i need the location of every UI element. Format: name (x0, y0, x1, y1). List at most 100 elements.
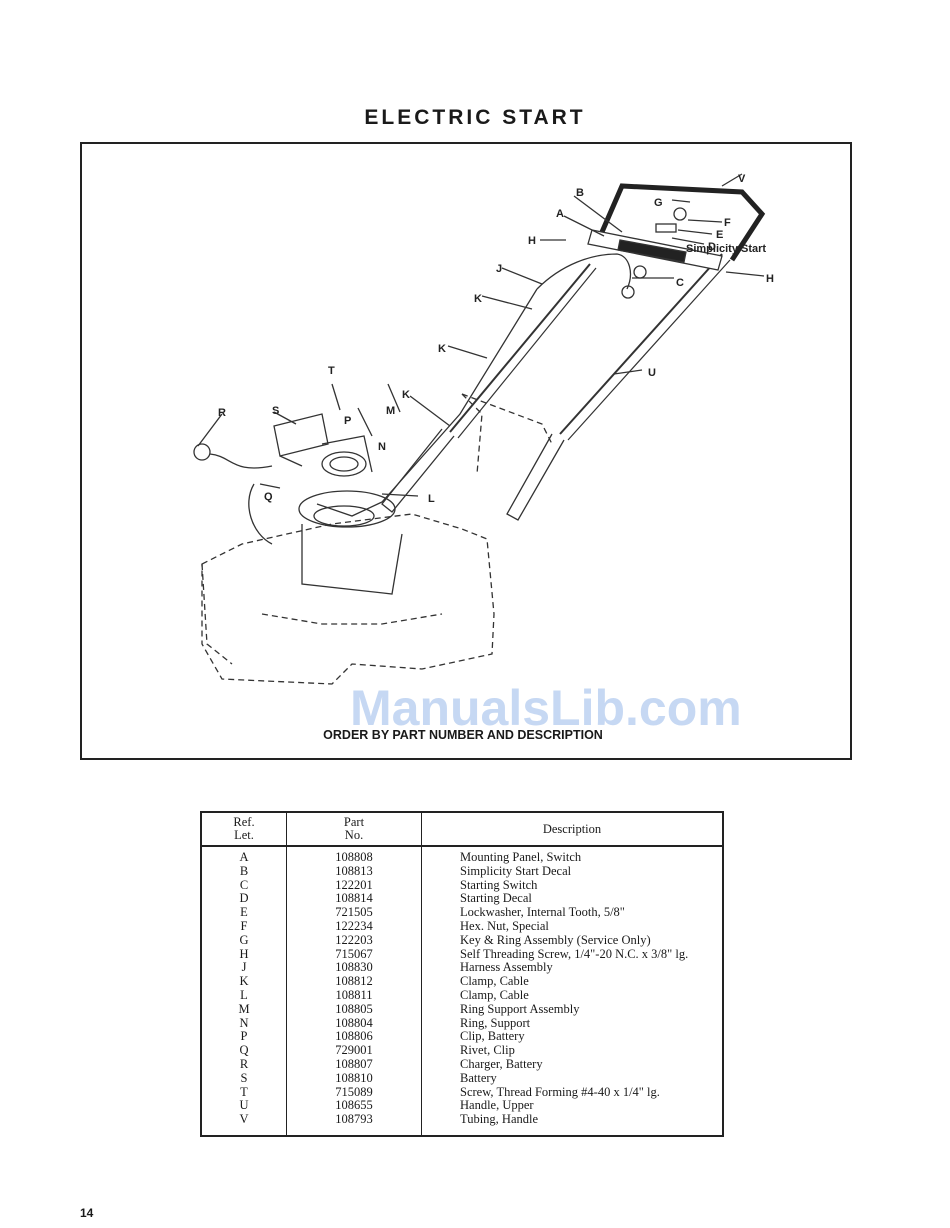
part-description: Handle, Upper (460, 1098, 534, 1113)
page-number: 14 (80, 1206, 94, 1220)
callout-t: T (328, 365, 335, 377)
part-number: 729001 (286, 1043, 422, 1058)
part-number: 108655 (286, 1099, 422, 1114)
part-number: 721505 (286, 905, 422, 920)
part-description: Screw, Thread Forming #4-40 x 1/4" lg. (460, 1084, 660, 1099)
ref-letter: F (201, 919, 287, 934)
part-number: 715067 (286, 947, 422, 962)
part-number: 108793 (286, 1112, 422, 1136)
callout-b: B (576, 187, 584, 199)
ref-letter: T (201, 1085, 287, 1100)
ref-letter: H (201, 947, 287, 962)
ref-letter: U (201, 1099, 287, 1114)
ref-letter: P (201, 1030, 287, 1045)
part-description: Self Threading Screw, 1/4"-20 N.C. x 3/8… (460, 946, 689, 961)
ref-letter: G (201, 933, 287, 948)
callout-r: R (218, 407, 226, 419)
watermark: ManualsLib.com (350, 680, 742, 736)
callout-k-lower: K (402, 389, 410, 401)
part-number: 108808 (286, 846, 422, 865)
part-description: Mounting Panel, Switch (460, 850, 582, 864)
callout-g: G (654, 197, 663, 209)
callout-p: P (344, 415, 351, 427)
callout-f: F (724, 217, 731, 229)
callout-h-left: H (528, 235, 536, 247)
part-number: 108814 (286, 892, 422, 907)
part-description: Harness Assembly (460, 960, 553, 975)
part-number: 122201 (286, 878, 422, 893)
callout-k-upper: K (474, 293, 482, 305)
ref-letter: S (201, 1071, 287, 1086)
ref-letter: C (201, 878, 287, 893)
part-description: Ring, Support (460, 1015, 531, 1030)
part-description: Tubing, Handle (460, 1112, 539, 1127)
callout-j: J (496, 263, 502, 275)
callout-q: Q (264, 491, 273, 503)
part-description: Battery (460, 1070, 497, 1085)
ref-letter: Q (201, 1043, 287, 1058)
callout-n: N (378, 441, 386, 453)
part-number: 108805 (286, 1002, 422, 1017)
part-number: 108812 (286, 974, 422, 989)
part-description: Charger, Battery (460, 1056, 543, 1071)
part-number: 122203 (286, 933, 422, 948)
ref-letter: R (201, 1057, 287, 1072)
part-description: Hex. Nut, Special (460, 918, 549, 933)
part-description: Simplicity Start Decal (460, 863, 572, 878)
part-number: 122234 (286, 919, 422, 934)
ref-letter: N (201, 1016, 287, 1031)
ref-letter: B (201, 864, 287, 879)
part-number: 108806 (286, 1030, 422, 1045)
callout-c: C (676, 277, 684, 289)
part-description: Clip, Battery (460, 1029, 525, 1044)
ref-letter: M (201, 1002, 287, 1017)
callout-k-middle: K (438, 343, 446, 355)
header-description: Description (421, 812, 723, 847)
part-number: 108811 (286, 988, 422, 1003)
part-number: 715089 (286, 1085, 422, 1100)
callout-a: A (556, 208, 564, 220)
part-number: 108813 (286, 864, 422, 879)
callout-v: V (738, 173, 746, 185)
diagram-illustration: Simplicity Start B A H J K K K C G F E D… (193, 173, 774, 685)
ref-letter: K (201, 974, 287, 989)
part-description: Starting Switch (460, 877, 538, 892)
decal-text: Simplicity Start (686, 243, 766, 255)
part-description: Lockwasher, Internal Tooth, 5/8" (460, 905, 625, 920)
part-number: 108810 (286, 1071, 422, 1086)
callout-d: D (708, 241, 716, 253)
ref-letter: A (201, 846, 287, 865)
callout-u: U (648, 367, 656, 379)
callout-e: E (716, 229, 723, 241)
ref-letter: D (201, 892, 287, 907)
callout-s: S (272, 405, 279, 417)
header-ref-let: Ref.Let. (201, 812, 287, 847)
part-number: 108830 (286, 961, 422, 976)
ref-letter: J (201, 961, 287, 976)
ref-letter: E (201, 905, 287, 920)
part-description: Rivet, Clip (460, 1043, 515, 1058)
ref-letter: L (201, 988, 287, 1003)
part-description: Starting Decal (460, 891, 532, 906)
